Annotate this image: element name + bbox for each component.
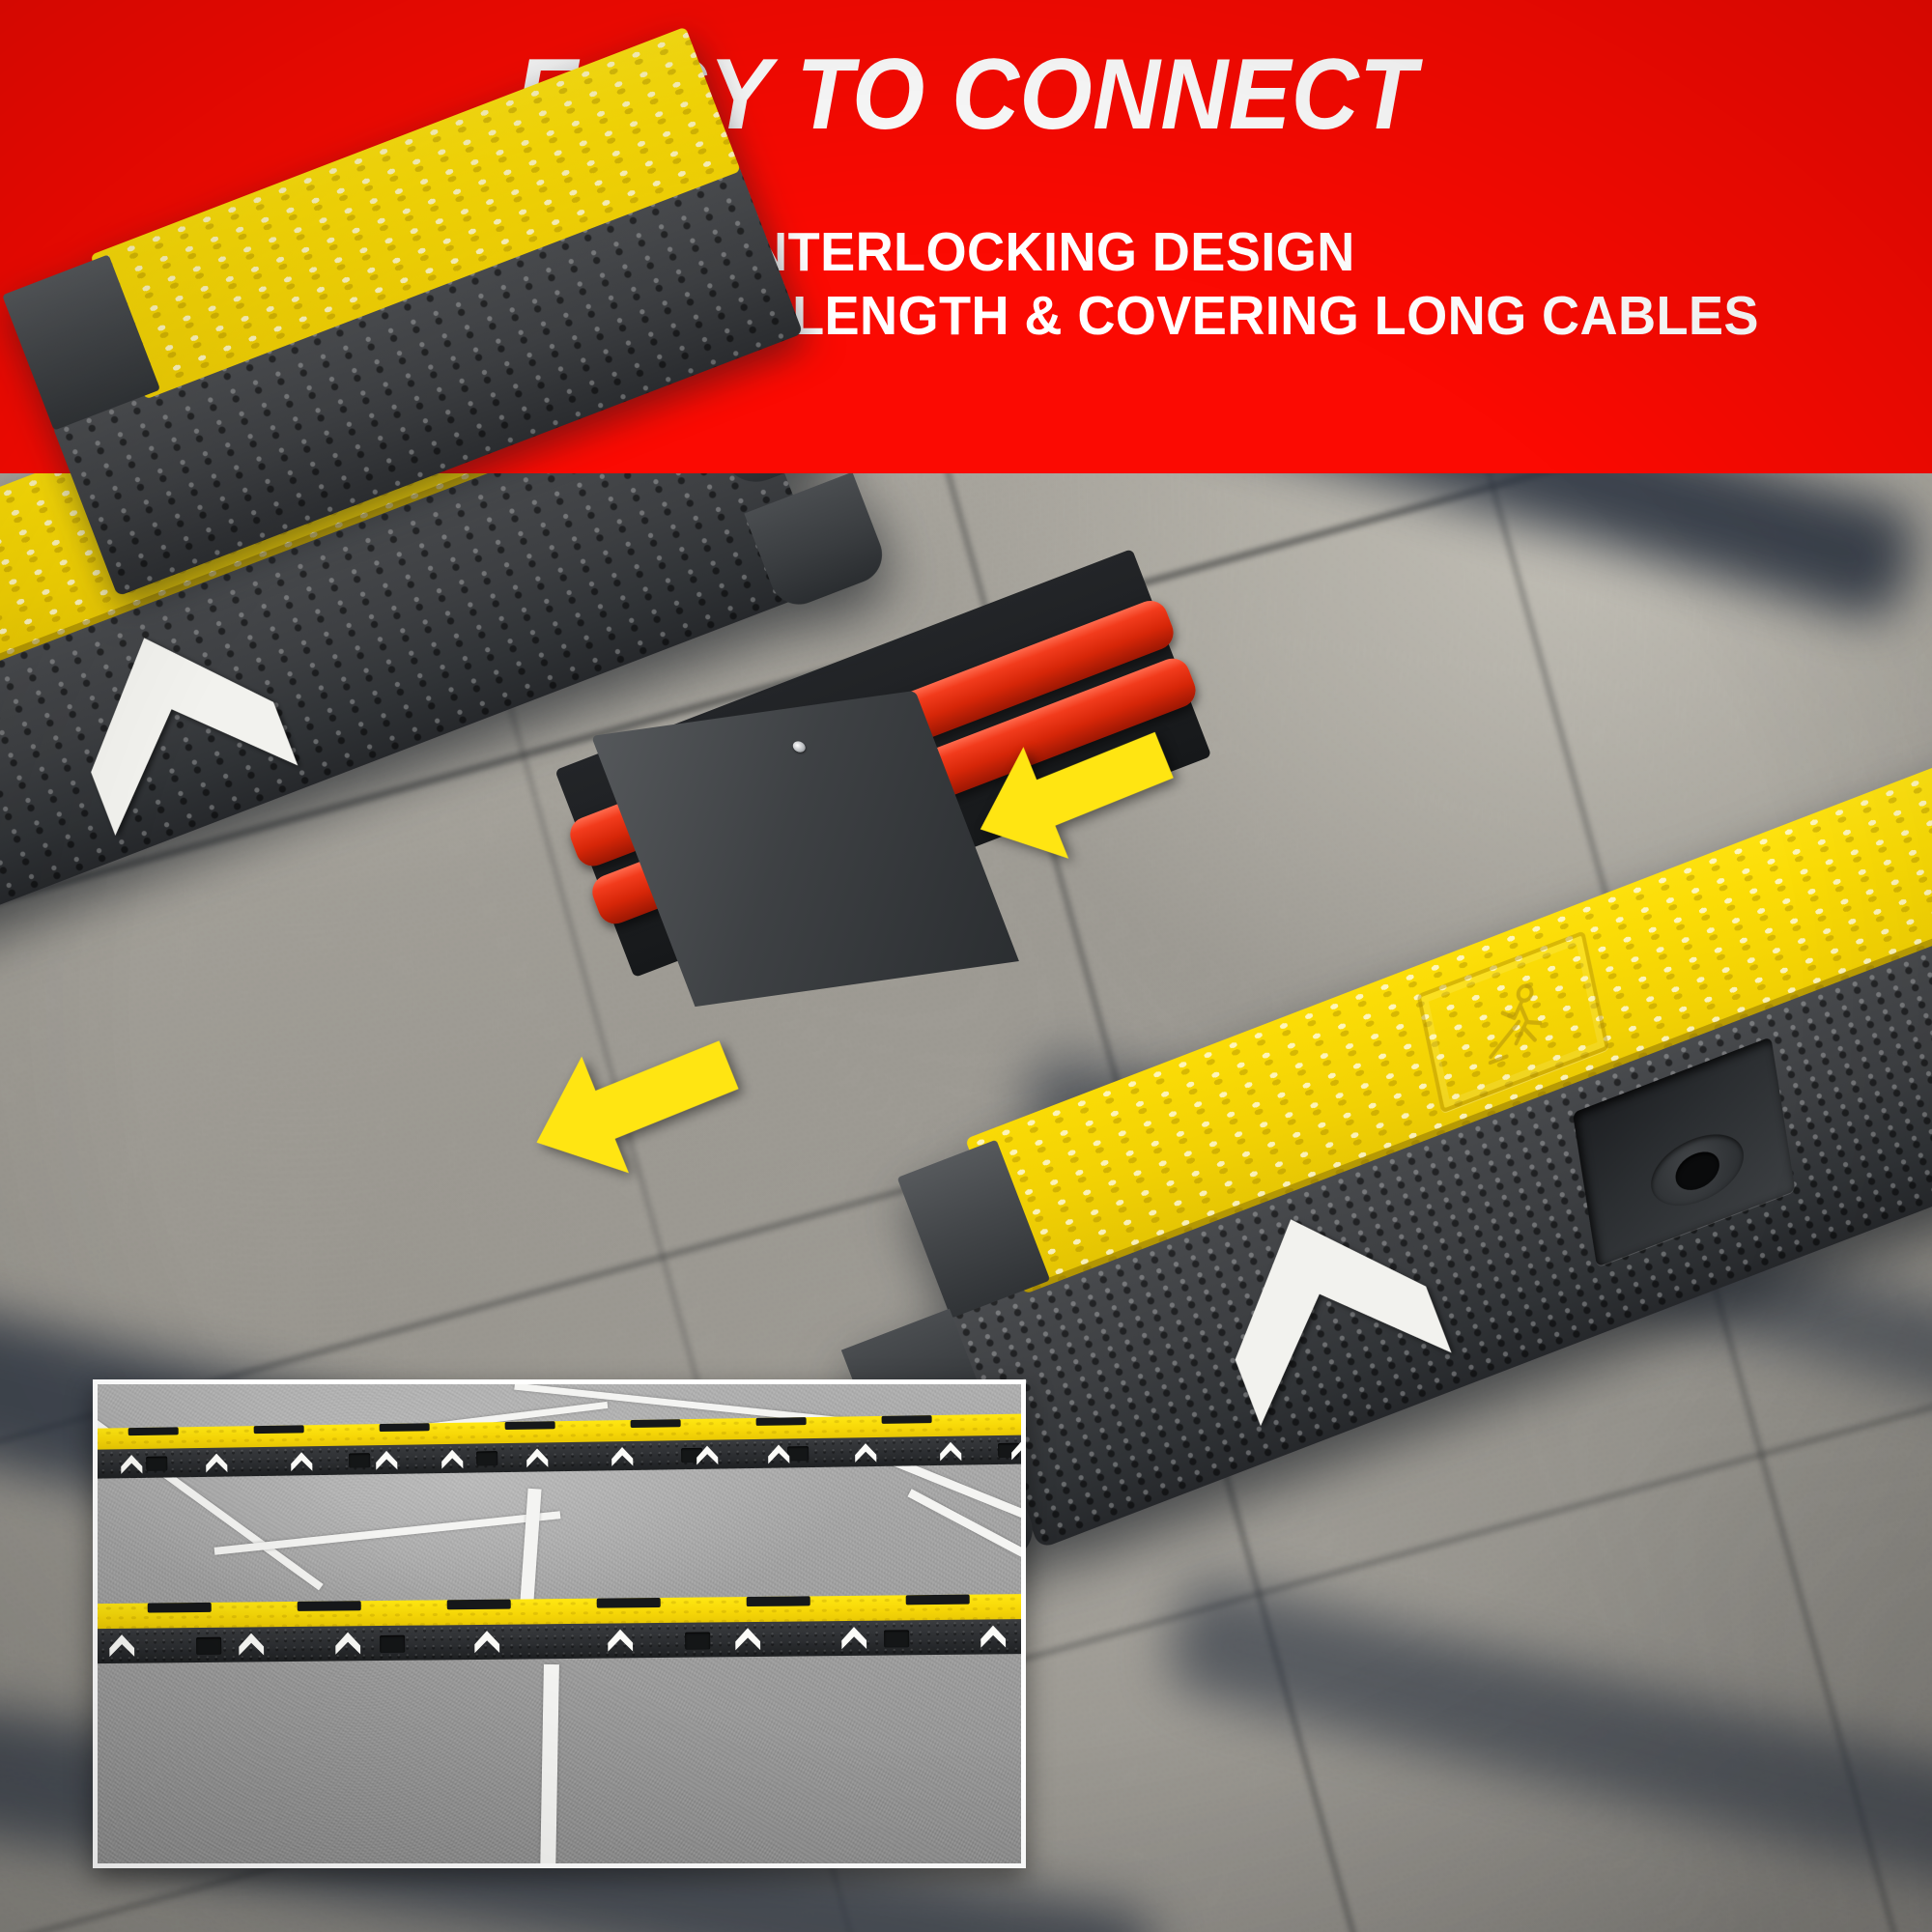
inset-white-chevron xyxy=(606,1627,635,1654)
inset-white-chevron xyxy=(610,1445,635,1468)
inset-white-chevron xyxy=(1009,1438,1021,1462)
inset-white-chevron xyxy=(374,1449,399,1472)
slip-trip-hazard-person-icon xyxy=(1416,930,1610,1114)
inset-lid-hinge-cap xyxy=(504,1421,555,1431)
inset-white-chevron xyxy=(979,1623,1008,1650)
white-chevron-decal xyxy=(30,581,323,862)
inset-ramp-run-lower xyxy=(98,1593,1021,1664)
inset-white-chevron xyxy=(289,1450,314,1473)
inset-white-chevron xyxy=(440,1448,465,1471)
inset-lid-hinge-cap xyxy=(446,1599,511,1610)
inset-white-chevron xyxy=(119,1453,144,1476)
inset-lid-hinge-cap xyxy=(596,1597,661,1608)
inset-lid-hinge-cap xyxy=(128,1427,179,1436)
end-wall-screw-icon xyxy=(791,740,808,753)
white-chevron-decal xyxy=(1172,1159,1477,1453)
inset-white-chevron xyxy=(472,1629,501,1656)
inset-lid-hinge-cap xyxy=(881,1415,932,1425)
inset-lid-hinge-cap xyxy=(755,1417,807,1427)
inset-white-chevron xyxy=(333,1630,362,1657)
inset-anchor-slot xyxy=(146,1456,168,1471)
yellow-direction-arrow-upper xyxy=(947,685,1198,898)
inset-anchor-slot xyxy=(380,1634,406,1654)
inset-anchor-slot xyxy=(884,1630,910,1648)
inset-white-chevron xyxy=(107,1633,136,1660)
inset-ramp-run-upper xyxy=(98,1413,1021,1479)
yellow-direction-arrow-lower xyxy=(501,993,763,1215)
ramp-segment-lower-right xyxy=(840,686,1932,1594)
ramp-tip-overlapping-banner xyxy=(0,26,804,618)
inset-anchor-slot xyxy=(196,1636,222,1656)
inset-white-chevron xyxy=(525,1446,550,1469)
inset-lid-hinge-cap xyxy=(630,1419,681,1429)
inset-white-chevron xyxy=(938,1440,963,1463)
inset-lid-hinge-cap xyxy=(379,1423,430,1433)
inset-white-chevron xyxy=(733,1626,762,1653)
inset-lid-hinge-cap xyxy=(147,1602,212,1613)
inset-anchor-slot xyxy=(349,1453,371,1468)
inset-anchor-slot xyxy=(685,1632,711,1650)
inset-white-chevron xyxy=(695,1444,720,1467)
inset-anchor-slot xyxy=(476,1451,498,1466)
inset-lid-hinge-cap xyxy=(905,1594,970,1605)
inset-white-chevron xyxy=(839,1625,868,1652)
inset-lid-hinge-cap xyxy=(297,1601,361,1611)
inset-white-chevron xyxy=(853,1441,878,1464)
inset-white-chevron xyxy=(204,1452,229,1475)
installed-ramps-inset-photo[interactable] xyxy=(93,1379,1026,1868)
inset-white-chevron xyxy=(766,1442,791,1465)
page-title: EASY TO CONNECT xyxy=(515,39,1417,151)
inset-lid-hinge-cap xyxy=(746,1596,810,1606)
inset-white-chevron xyxy=(237,1631,266,1658)
inset-lid-hinge-cap xyxy=(253,1425,304,1435)
